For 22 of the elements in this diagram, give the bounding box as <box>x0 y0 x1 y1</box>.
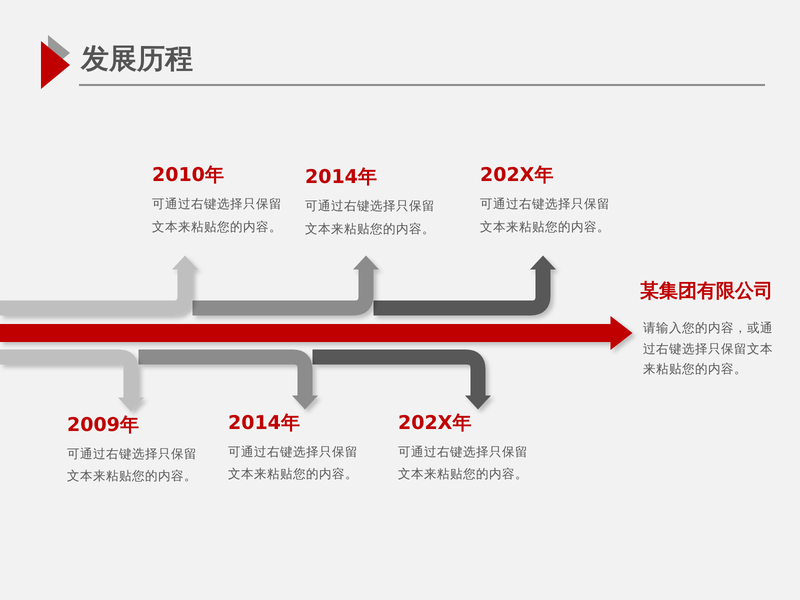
description-text: 可通过右键选择只保留文本来粘贴您的内容。 <box>480 195 610 236</box>
description-text: 请输入您的内容，或通过右键选择只保留文本来粘贴您的内容。 <box>643 319 773 378</box>
arrow <box>138 350 318 410</box>
description-text: 可通过右键选择只保留文本来粘贴您的内容。 <box>398 443 528 482</box>
heading-text: 2009年 <box>67 413 139 438</box>
description-text: 可通过右键选择只保留文本来粘贴您的内容。 <box>228 443 358 482</box>
arrow <box>192 256 379 316</box>
heading-text: 2014年 <box>305 165 377 190</box>
heading-text: 某集团有限公司 <box>640 279 773 304</box>
page-title: 发展历程 <box>81 42 193 76</box>
description-text: 可通过右键选择只保留文本来粘贴您的内容。 <box>152 195 282 236</box>
arrow <box>0 316 632 350</box>
arrow <box>374 256 556 316</box>
arrow <box>0 350 144 412</box>
description-text: 可通过右键选择只保留文本来粘贴您的内容。 <box>305 197 435 238</box>
description-text: 可通过右键选择只保留文本来粘贴您的内容。 <box>67 445 197 484</box>
heading-text: 202X年 <box>480 163 554 188</box>
heading-text: 2014年 <box>228 411 300 436</box>
heading-text: 202X年 <box>398 411 472 436</box>
arrow <box>0 256 198 316</box>
heading-text: 2010年 <box>152 163 224 188</box>
arrow <box>312 350 491 410</box>
